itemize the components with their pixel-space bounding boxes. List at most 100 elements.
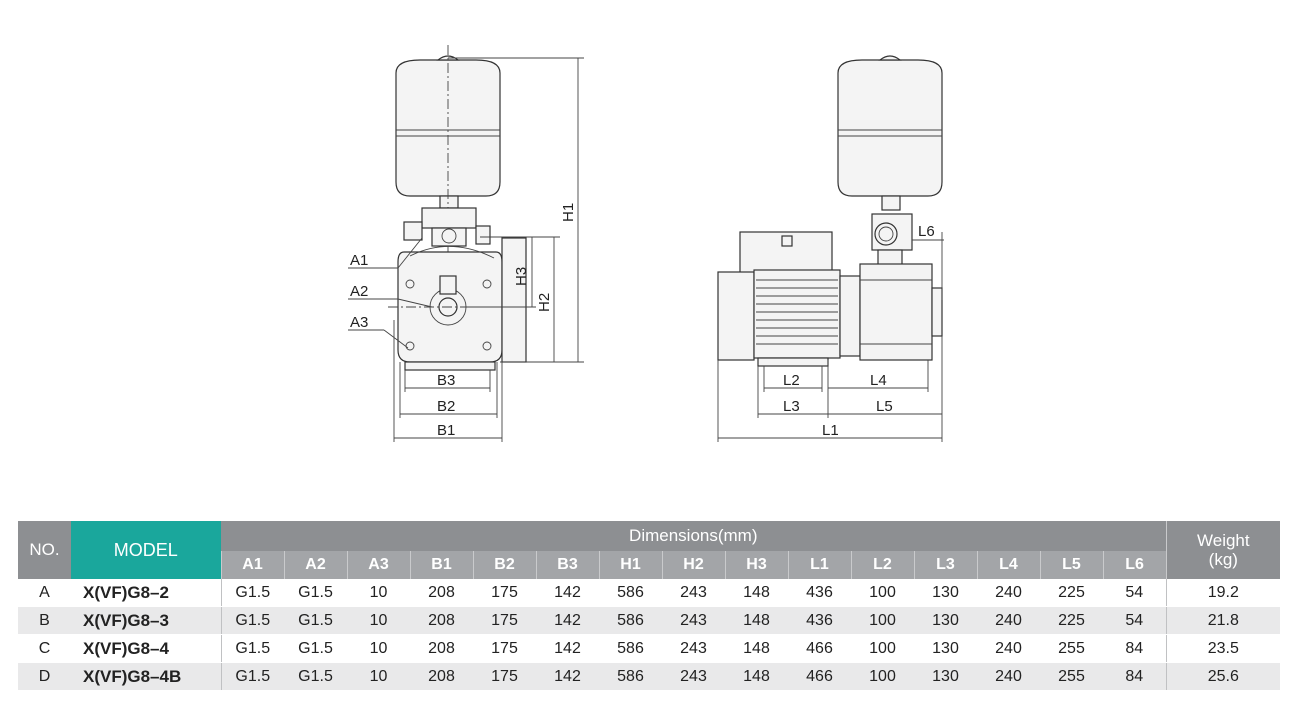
dimension-cell: 130	[914, 662, 977, 691]
dimension-cell: 100	[851, 606, 914, 635]
gauge-block-side	[871, 213, 913, 267]
dimension-cell: 255	[1040, 662, 1103, 691]
label-a2: A2	[350, 283, 368, 300]
row-number-cell: C	[18, 634, 71, 663]
weight-header: Weight (kg)	[1165, 521, 1281, 579]
dimension-cell: 175	[473, 606, 536, 635]
label-h1: H1	[560, 203, 577, 222]
label-h3: H3	[513, 267, 530, 286]
dimension-cell: 255	[1040, 634, 1103, 663]
column-header: H2	[661, 551, 725, 579]
no-header: NO.	[18, 521, 71, 579]
column-header: A3	[346, 551, 410, 579]
dimension-cell: 148	[725, 579, 788, 607]
label-l2: L2	[783, 372, 800, 389]
dimension-cell: 240	[977, 579, 1040, 607]
label-l3: L3	[783, 398, 800, 415]
model-cell: X(VF)G8–4	[71, 634, 221, 663]
dimension-cell: 586	[599, 606, 662, 635]
dimensions-header: Dimensions(mm)	[221, 521, 1167, 551]
dimension-cell: 148	[725, 662, 788, 691]
dimension-cell: 130	[914, 579, 977, 607]
valve-block-front	[403, 207, 491, 247]
dimension-cell: 100	[851, 662, 914, 691]
weight-cell: 23.5	[1165, 634, 1281, 663]
dimension-cell: 586	[599, 634, 662, 663]
label-l1: L1	[822, 422, 839, 439]
dimension-cell: 243	[662, 606, 725, 635]
dimension-cell: 54	[1103, 606, 1167, 635]
column-header: H1	[598, 551, 662, 579]
pump-dimension-drawing: A1 A2 A3 B3 B2 B1 H3 H2 H1 L6 L2 L4 L3 L…	[348, 45, 944, 442]
column-header: L3	[913, 551, 977, 579]
dimension-cell: 148	[725, 634, 788, 663]
column-header: B3	[535, 551, 599, 579]
side-view	[717, 55, 944, 442]
pressure-tank-side	[837, 55, 943, 211]
dimension-cell: 225	[1040, 606, 1103, 635]
dimension-cell: 100	[851, 634, 914, 663]
dimension-cell: 130	[914, 606, 977, 635]
dimension-cell: 208	[410, 606, 473, 635]
dimension-cell: 54	[1103, 579, 1167, 607]
pump-body-side	[859, 263, 943, 361]
pump-body-front	[388, 237, 527, 363]
dimension-cell: G1.5	[284, 606, 347, 635]
dimension-cell: G1.5	[220, 606, 284, 635]
weight-cell: 21.8	[1165, 606, 1281, 635]
dimension-cell: 130	[914, 634, 977, 663]
dimension-cell: 208	[410, 634, 473, 663]
dimension-cell: 175	[473, 662, 536, 691]
dimension-cell: 175	[473, 634, 536, 663]
label-a1: A1	[350, 252, 368, 269]
label-l6: L6	[918, 223, 935, 240]
dimension-cell: 586	[599, 579, 662, 607]
pressure-tank-front	[395, 45, 501, 325]
column-header: L4	[976, 551, 1040, 579]
front-view	[348, 45, 584, 442]
model-header: MODEL	[71, 521, 221, 579]
weight-header-line2: (kg)	[1208, 550, 1238, 569]
dimension-cell: 466	[788, 662, 851, 691]
weight-header-line1: Weight	[1197, 531, 1250, 550]
dimension-cell: 436	[788, 579, 851, 607]
row-number-cell: A	[18, 579, 71, 607]
dimension-cell: 10	[347, 634, 410, 663]
dimension-cell: 240	[977, 634, 1040, 663]
dimension-cell: G1.5	[220, 634, 284, 663]
dimension-cell: 208	[410, 662, 473, 691]
model-cell: X(VF)G8–4B	[71, 662, 221, 691]
dimension-cell: 10	[347, 606, 410, 635]
column-header: H3	[724, 551, 788, 579]
dimension-cell: 243	[662, 662, 725, 691]
dimension-cell: 10	[347, 579, 410, 607]
dimension-cell: 466	[788, 634, 851, 663]
dimension-cell: 243	[662, 579, 725, 607]
dimension-cell: G1.5	[220, 662, 284, 691]
label-b3: B3	[437, 372, 455, 389]
model-cell: X(VF)G8–3	[71, 606, 221, 635]
label-b1: B1	[437, 422, 455, 439]
dimension-cell: 84	[1103, 634, 1167, 663]
column-header: L5	[1039, 551, 1103, 579]
column-header: L2	[850, 551, 914, 579]
dimension-cell: 243	[662, 634, 725, 663]
dimension-cell: 84	[1103, 662, 1167, 691]
row-number-cell: D	[18, 662, 71, 691]
dimension-cell: 175	[473, 579, 536, 607]
dimension-cell: 142	[536, 606, 599, 635]
dimension-cell: G1.5	[284, 662, 347, 691]
dimension-cell: G1.5	[284, 579, 347, 607]
cooling-fins	[756, 279, 838, 345]
column-header: L1	[787, 551, 851, 579]
label-h2: H2	[536, 293, 553, 312]
motor-side	[717, 231, 861, 361]
dimension-cell: 208	[410, 579, 473, 607]
model-cell: X(VF)G8–2	[71, 579, 221, 607]
dimension-cell: 142	[536, 579, 599, 607]
